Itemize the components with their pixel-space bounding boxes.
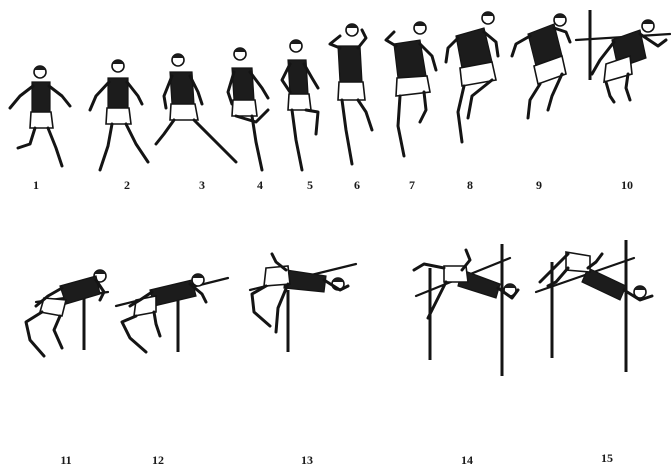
athlete-figure-10 (576, 10, 670, 102)
frame-label-7: 7 (409, 178, 415, 193)
frame-label-6: 6 (354, 178, 360, 193)
athlete-figure-5 (282, 40, 318, 170)
frame-label-9: 9 (536, 178, 542, 193)
frame-label-3: 3 (199, 178, 205, 193)
athlete-figure-2 (90, 60, 148, 170)
athlete-figure-6 (330, 24, 372, 164)
athlete-figure-13 (250, 254, 356, 352)
frame-label-14: 14 (461, 453, 473, 468)
athlete-figure-8 (446, 12, 498, 142)
athlete-figure-7 (386, 22, 436, 156)
athlete-figure-15 (536, 240, 652, 372)
frame-label-4: 4 (257, 178, 263, 193)
frame-label-10: 10 (621, 178, 633, 193)
athlete-figure-3 (156, 54, 236, 162)
frame-label-13: 13 (301, 453, 313, 468)
frame-label-12: 12 (152, 453, 164, 468)
athlete-figure-1 (10, 66, 70, 166)
frame-label-11: 11 (60, 453, 71, 468)
athlete-figure-14 (414, 244, 518, 376)
frame-label-8: 8 (467, 178, 473, 193)
frame-label-1: 1 (33, 178, 39, 193)
frame-label-5: 5 (307, 178, 313, 193)
frame-label-15: 15 (601, 451, 613, 466)
athlete-figure-11 (26, 270, 108, 356)
athlete-figure-4 (228, 48, 268, 170)
athlete-figure-9 (512, 14, 570, 118)
athlete-figure-12 (116, 274, 228, 352)
frame-label-2: 2 (124, 178, 130, 193)
